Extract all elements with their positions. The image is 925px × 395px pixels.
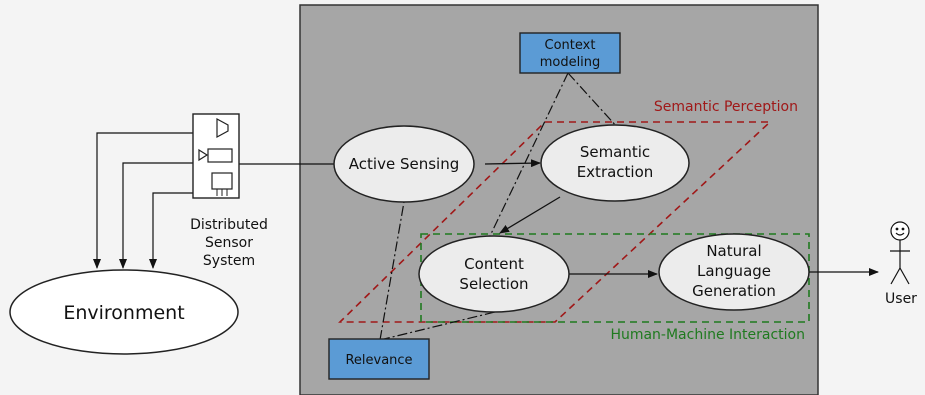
nlg-label-line3: Generation bbox=[692, 282, 776, 300]
human-machine-interaction-region bbox=[420, 233, 810, 323]
microphone-icon bbox=[216, 117, 229, 139]
sensor-device bbox=[192, 113, 240, 199]
context-line-right bbox=[567, 72, 619, 129]
environment-label: Environment bbox=[63, 302, 184, 324]
active-to-semantic-arrow bbox=[484, 159, 541, 168]
active-sensing-node bbox=[333, 125, 475, 203]
relevance-line-active bbox=[379, 201, 405, 341]
semantic-perception-region bbox=[338, 121, 773, 323]
semantic-extraction-node bbox=[540, 124, 690, 202]
nlg-node bbox=[658, 233, 810, 311]
sensor-to-environment-arrow-2 bbox=[119, 162, 193, 269]
content-selection-node bbox=[418, 235, 570, 313]
sensor-chip-icon bbox=[211, 172, 233, 196]
relevance-box bbox=[328, 338, 430, 380]
semantic-extraction-label-line2: Extraction bbox=[577, 163, 654, 181]
relevance-label: Relevance bbox=[345, 353, 412, 368]
semantic-extraction-label-line1: Semantic bbox=[580, 143, 650, 161]
content-selection-label-line2: Selection bbox=[459, 275, 528, 293]
environment-node bbox=[9, 269, 239, 355]
context-line-left bbox=[489, 72, 569, 237]
relevance-line-content bbox=[379, 311, 496, 341]
nlg-label-line2: Language bbox=[697, 262, 771, 280]
sensor-label-line1: Distributed bbox=[190, 217, 268, 233]
camera-icon bbox=[198, 148, 233, 163]
user-label: User bbox=[885, 291, 917, 307]
active-sensing-label: Active Sensing bbox=[349, 155, 459, 173]
sensor-label-line3: System bbox=[203, 253, 255, 269]
context-modeling-label-line1: Context bbox=[545, 38, 596, 53]
semantic-perception-label: Semantic Perception bbox=[654, 99, 798, 115]
user-icon bbox=[890, 221, 910, 285]
context-modeling-box bbox=[519, 32, 621, 74]
sensor-to-environment-arrow-1 bbox=[93, 132, 193, 269]
human-machine-interaction-label: Human-Machine Interaction bbox=[610, 327, 805, 343]
context-modeling-label-line2: modeling bbox=[540, 55, 601, 70]
sensor-to-environment-arrow-3 bbox=[149, 192, 193, 269]
semantic-to-content-arrow bbox=[499, 196, 561, 234]
nlg-label-line1: Natural bbox=[706, 242, 761, 260]
content-selection-label-line1: Content bbox=[464, 255, 524, 273]
sensor-label-line2: Sensor bbox=[205, 235, 253, 251]
